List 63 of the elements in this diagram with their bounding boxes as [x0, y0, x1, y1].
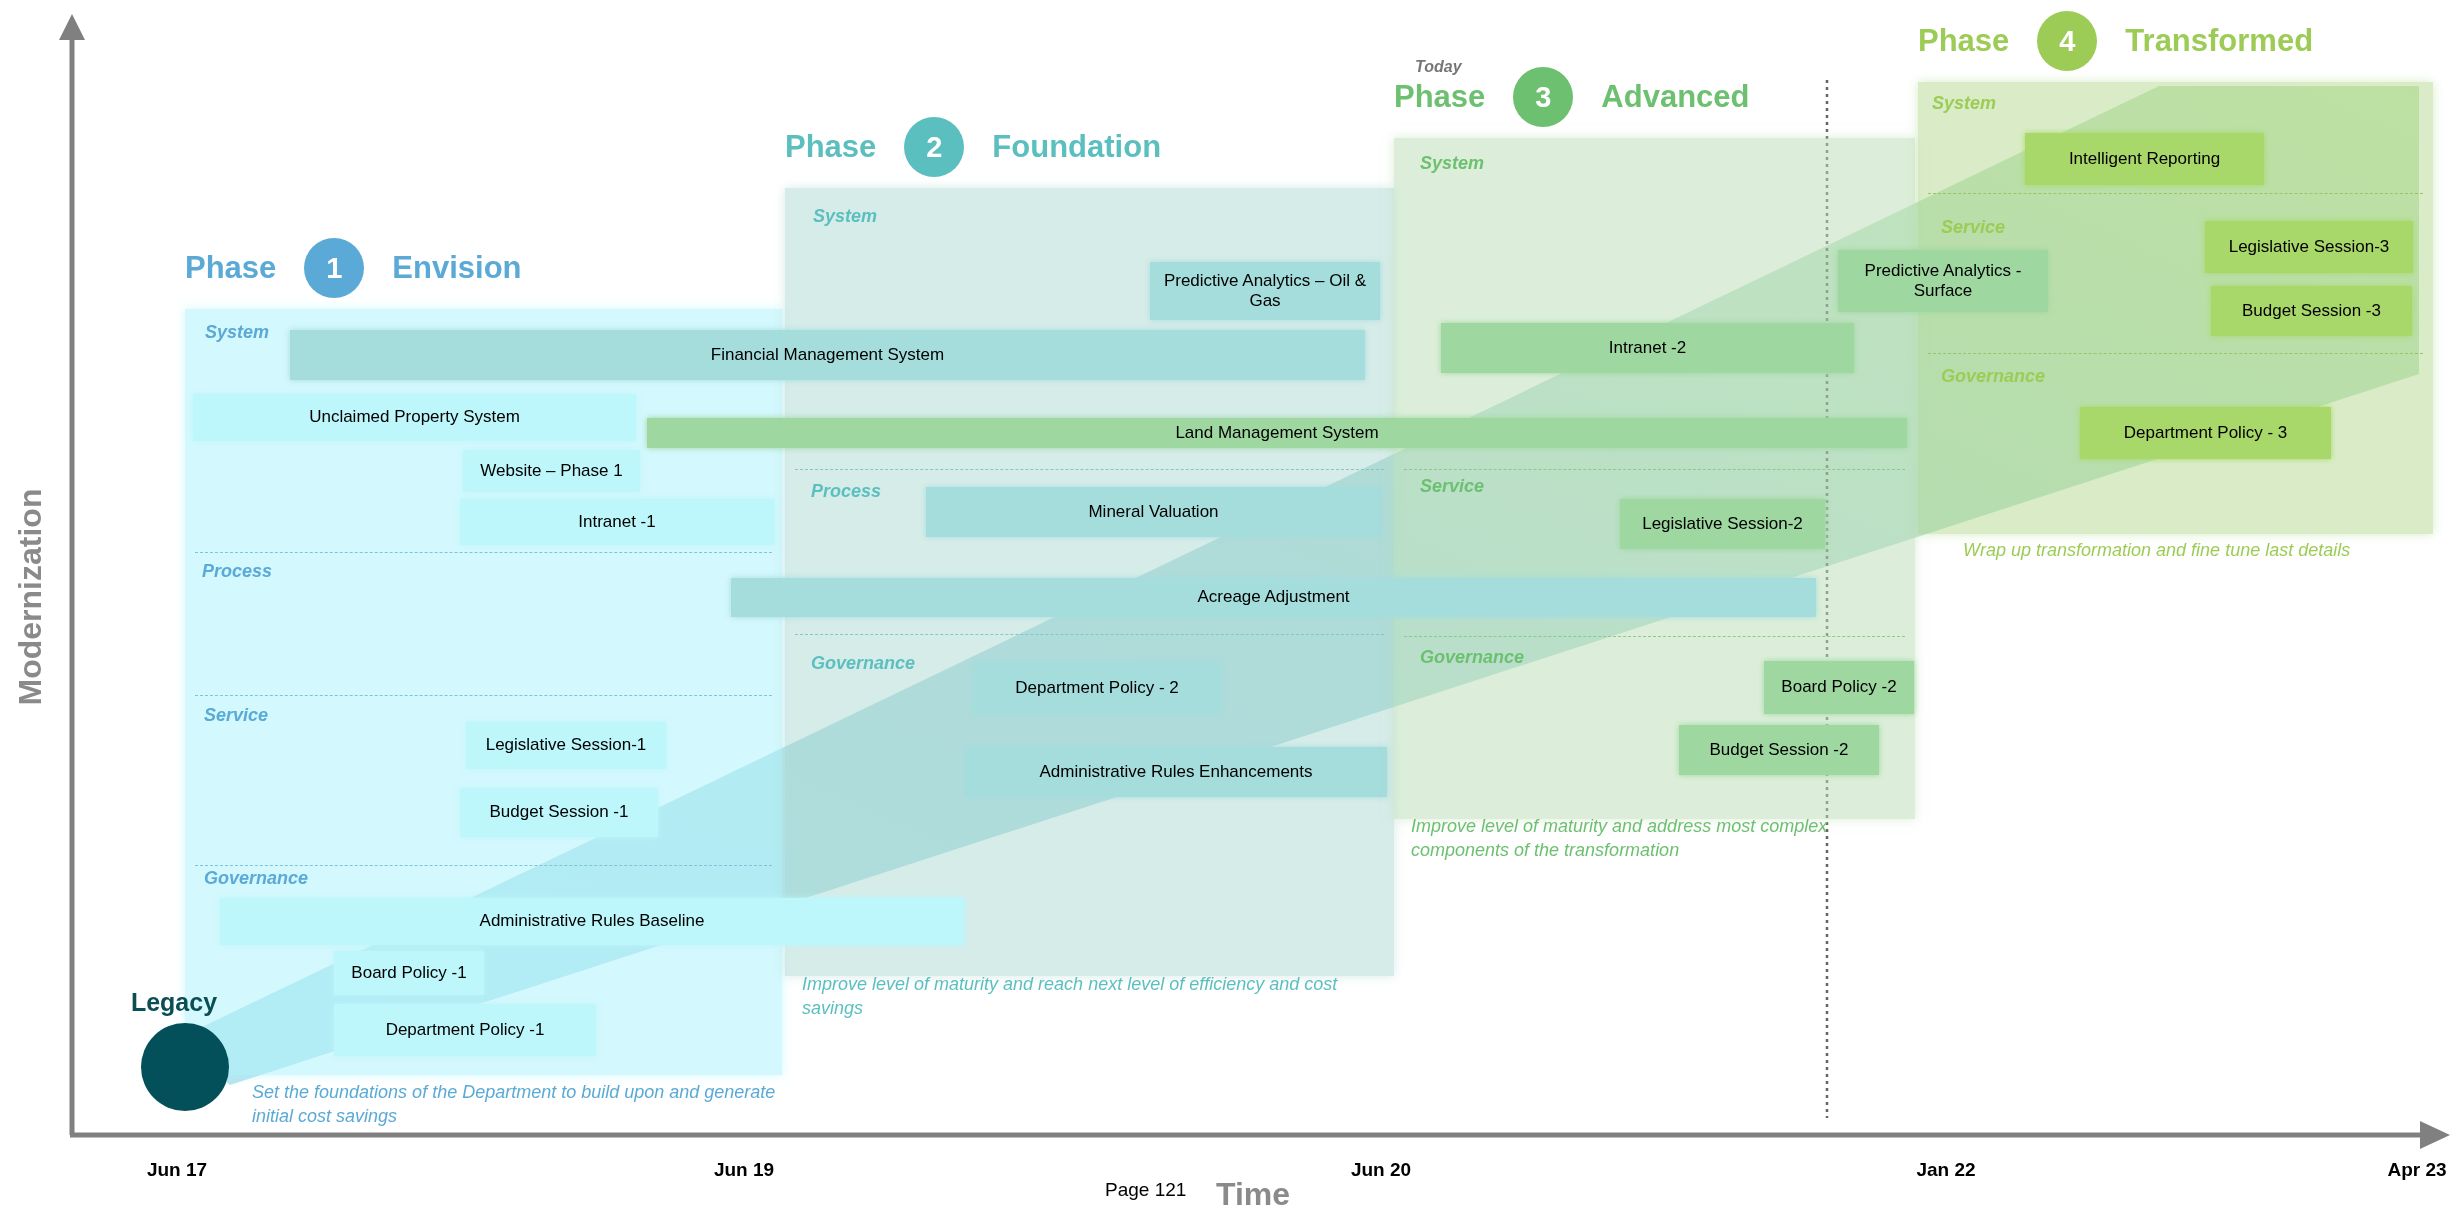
tick-label: Jun 20	[1350, 1159, 1412, 1181]
section-label: Governance	[204, 868, 309, 889]
legacy-label: Legacy	[130, 988, 218, 1017]
task-bar: Board Policy -1	[334, 951, 484, 995]
task-bar: Website – Phase 1	[463, 450, 640, 492]
phase-number-badge: 3	[1513, 67, 1574, 127]
phase-description: Improve level of maturity and address most complex components of the transformation	[1411, 815, 1829, 863]
phase-description: Improve level of maturity and reach next level of efficiency and cost savings	[802, 973, 1339, 1021]
tick-label: Jun 17	[146, 1159, 208, 1181]
phase-name: Foundation	[992, 129, 1162, 165]
task-bar: Board Policy -2	[1764, 661, 1914, 714]
task-bar: Predictive Analytics - Surface	[1838, 250, 2048, 312]
task-bar: Budget Session -3	[2211, 286, 2412, 336]
task-bar: Intranet -2	[1441, 323, 1854, 373]
task-bar: Administrative Rules Baseline	[220, 898, 964, 945]
task-bar: Budget Session -1	[460, 788, 658, 837]
task-bar: Intelligent Reporting	[2025, 133, 2264, 185]
section-label: Governance	[1941, 366, 2046, 387]
phase-description: Set the foundations of the Department to build upon and generate initial cost savings	[252, 1081, 777, 1129]
section-label: Process	[811, 481, 882, 502]
section-label: Service	[204, 705, 269, 726]
section-label: Process	[202, 561, 273, 582]
phase-description: Wrap up transformation and fine tune last details	[1963, 539, 2352, 562]
task-bar: Department Policy - 3	[2080, 407, 2331, 459]
phase-name: Advanced	[1601, 79, 1750, 115]
task-bar: Administrative Rules Enhancements	[965, 747, 1387, 797]
task-bar: Unclaimed Property System	[193, 394, 636, 441]
phase-number-badge: 2	[904, 117, 965, 177]
tick-label: Jan 22	[1916, 1159, 1976, 1181]
section-label: Service	[1420, 476, 1485, 497]
phase-name: Transformed	[2125, 23, 2314, 59]
axis-title: Time	[1216, 1175, 1291, 1208]
task-bar: Intranet -1	[460, 499, 774, 545]
task-bar: Mineral Valuation	[926, 487, 1381, 537]
phase-name: Envision	[392, 250, 522, 286]
task-bar: Legislative Session-1	[466, 722, 666, 769]
page-number: Page 121	[1105, 1179, 1187, 1201]
phase-word: Phase	[185, 250, 277, 286]
today-label: Today	[1415, 58, 1462, 76]
section-label: Governance	[811, 653, 916, 674]
phase-number-badge: 4	[2037, 11, 2098, 71]
section-label: System	[1932, 93, 1997, 114]
section-label: Service	[1941, 217, 2006, 238]
axis-title: Modernization	[11, 488, 49, 706]
tick-label: Apr 23	[2387, 1159, 2447, 1181]
phase-number-badge: 1	[304, 238, 365, 298]
section-label: System	[813, 206, 878, 227]
phase-word: Phase	[785, 129, 877, 165]
task-bar: Department Policy - 2	[973, 662, 1221, 714]
phase-word: Phase	[1394, 79, 1486, 115]
section-label: System	[1420, 153, 1485, 174]
phase-word: Phase	[1918, 23, 2010, 59]
task-bar: Legislative Session-3	[2205, 221, 2413, 273]
task-bar: Legislative Session-2	[1620, 499, 1825, 549]
task-bar: Department Policy -1	[334, 1004, 596, 1056]
section-label: System	[205, 322, 270, 343]
task-bar: Land Management System	[647, 418, 1907, 448]
section-label: Governance	[1420, 647, 1525, 668]
task-bar: Financial Management System	[290, 330, 1365, 380]
task-bar: Acreage Adjustment	[731, 578, 1816, 617]
tick-label: Jun 19	[713, 1159, 775, 1181]
task-bar: Budget Session -2	[1679, 725, 1879, 775]
task-bar: Predictive Analytics – Oil & Gas	[1150, 262, 1380, 320]
